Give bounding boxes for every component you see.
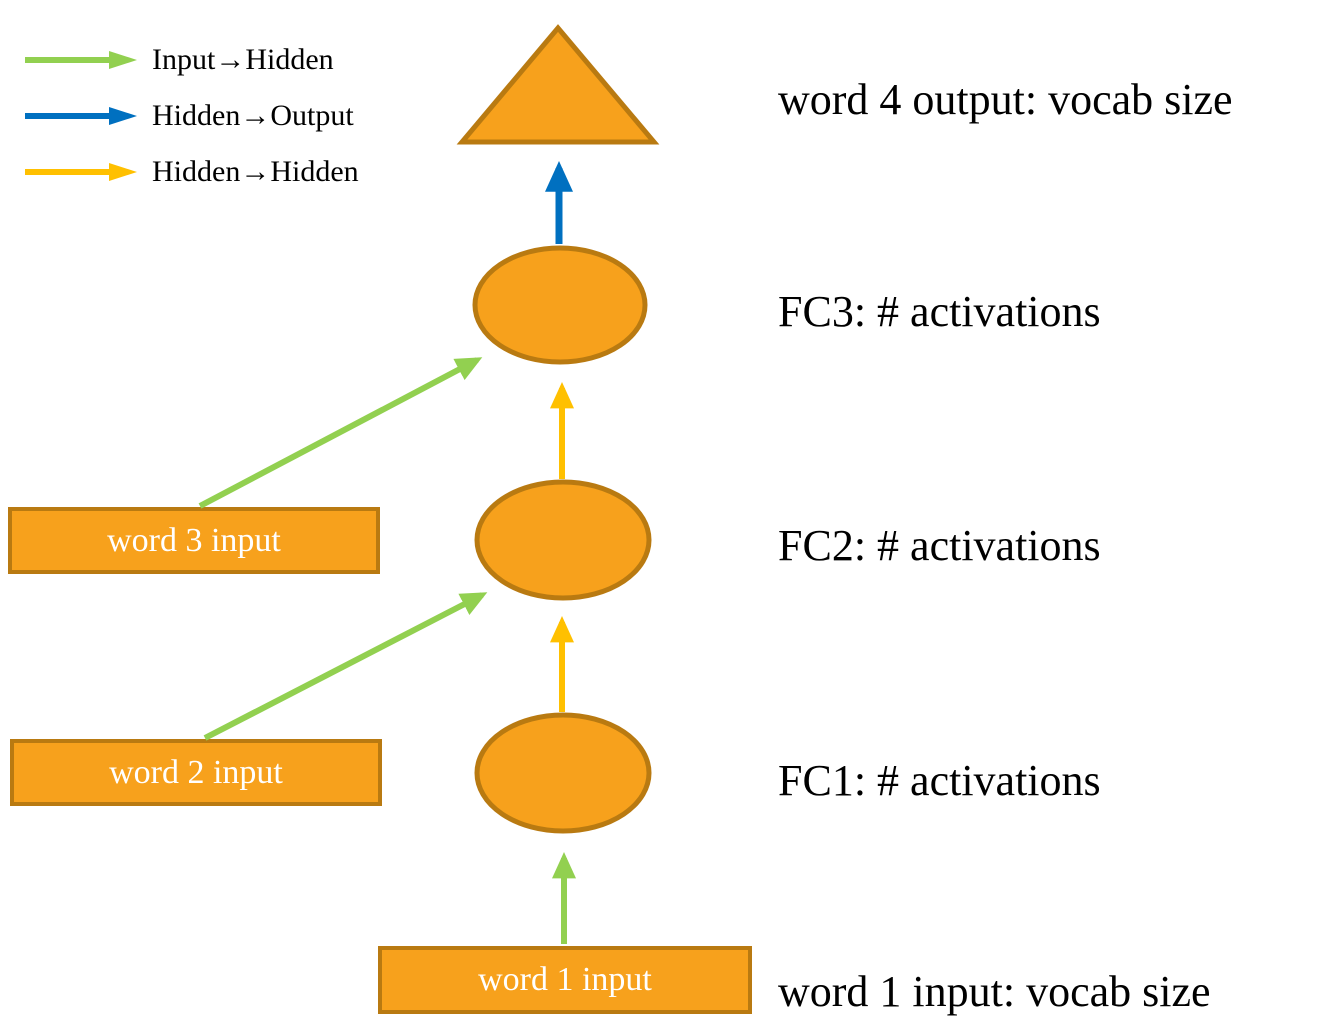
fc1-layer-label: FC1: # activations bbox=[778, 756, 1101, 805]
legend-item-input-hidden: Input→Hidden bbox=[25, 43, 334, 77]
output-triangle-border bbox=[456, 24, 660, 145]
word1-input-box-border bbox=[378, 946, 752, 1014]
fc1-node-border bbox=[474, 712, 652, 834]
legend-label-hidden-output: Hidden→Output bbox=[152, 99, 354, 132]
word1-input-box bbox=[380, 948, 750, 1012]
legend-item-hidden-output: Hidden→Output bbox=[25, 99, 354, 133]
output-triangle-node bbox=[462, 28, 654, 142]
word2-input-box bbox=[12, 741, 380, 804]
fc3-node bbox=[475, 248, 645, 362]
hidden-output-arrow-icon bbox=[25, 107, 137, 125]
fc2-node bbox=[477, 482, 649, 598]
arrow-word3-to-fc3 bbox=[198, 357, 483, 509]
fc3-layer-label: FC3: # activations bbox=[778, 287, 1101, 336]
fc3-node-border bbox=[472, 245, 648, 365]
word1-vocab-label: word 1 input: vocab size bbox=[778, 967, 1211, 1016]
fc2-layer-label: FC2: # activations bbox=[778, 521, 1101, 570]
fc1-node bbox=[477, 715, 649, 831]
hidden-hidden-arrow-icon bbox=[25, 163, 137, 181]
word3-input-box-border bbox=[8, 507, 380, 574]
legend-item-hidden-hidden: Hidden→Hidden bbox=[25, 155, 359, 189]
legend-label-hidden-hidden: Hidden→Hidden bbox=[152, 155, 359, 188]
legend-label-input-hidden: Input→Hidden bbox=[152, 43, 334, 76]
arrow-word2-to-fc2 bbox=[203, 592, 488, 741]
output-layer-label: word 4 output: vocab size bbox=[778, 75, 1233, 124]
word2-input-box-border bbox=[10, 739, 382, 806]
fc2-node-border bbox=[474, 479, 652, 601]
word3-input-box bbox=[10, 509, 378, 572]
input-hidden-arrow-icon bbox=[25, 51, 137, 69]
